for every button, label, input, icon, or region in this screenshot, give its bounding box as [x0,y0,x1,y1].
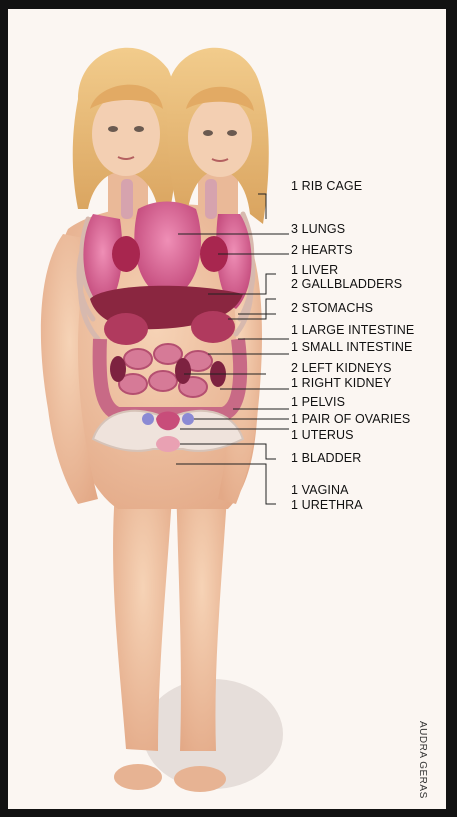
label-pelvis: 1 PELVIS [291,395,345,409]
artist-credit: AUDRA GERAS [417,721,428,799]
label-uterus: 1 UTERUS [291,428,354,442]
label-small-intestine: 1 SMALL INTESTINE [291,340,412,354]
label-left-kidneys: 2 LEFT KIDNEYS [291,361,392,375]
label-lungs: 3 LUNGS [291,222,345,236]
label-right-kidney: 1 RIGHT KIDNEY [291,376,392,390]
label-gallbladders: 2 GALLBLADDERS [291,277,402,291]
label-large-intestine: 1 LARGE INTESTINE [291,323,414,337]
label-liver: 1 LIVER [291,263,338,277]
label-rib-cage: 1 RIB CAGE [291,179,362,193]
label-vagina: 1 VAGINA [291,483,349,497]
label-stomachs: 2 STOMACHS [291,301,373,315]
label-bladder: 1 BLADDER [291,451,361,465]
illustration-panel: 1 RIB CAGE 3 LUNGS 2 HEARTS 1 LIVER 2 GA… [8,9,446,809]
label-urethra: 1 URETHRA [291,498,363,512]
label-hearts: 2 HEARTS [291,243,353,257]
organ-labels: 1 RIB CAGE 3 LUNGS 2 HEARTS 1 LIVER 2 GA… [8,9,446,809]
label-ovaries: 1 PAIR OF OVARIES [291,412,410,426]
